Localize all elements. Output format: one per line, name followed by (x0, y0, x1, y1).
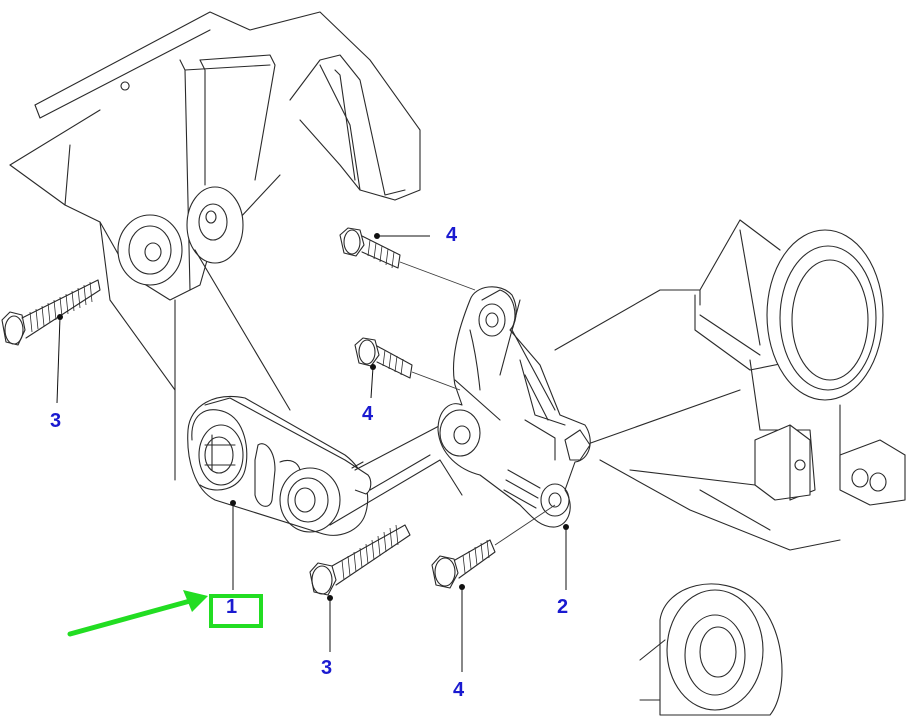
transmission-housing (554, 219, 906, 551)
bolt-3-bottom (309, 524, 411, 596)
callout-part-4-bottom: 4 (453, 679, 465, 701)
engine-mount-insulator (187, 396, 463, 536)
callout-part-4-top: 4 (446, 224, 458, 246)
callout-part-1: 1 (226, 596, 238, 618)
bolt-3-left (1, 279, 101, 346)
bolt-4-top (339, 227, 476, 291)
highlight-annotation (67, 590, 263, 637)
arrowhead-icon (183, 590, 208, 612)
callout-part-3-bottom: 3 (321, 657, 333, 679)
highlight-arrow (67, 598, 193, 637)
callout-part-2: 2 (557, 596, 569, 618)
bolt-4-mid (354, 337, 461, 391)
mounting-bracket (437, 286, 591, 528)
callout-part-3-left: 3 (50, 410, 62, 432)
bottom-right-bearing (639, 583, 783, 716)
engine-block-casting (9, 11, 421, 481)
callout-part-4-mid: 4 (362, 403, 374, 425)
bolt-4-bottom (431, 504, 556, 589)
leader-lines (56, 233, 569, 672)
highlight-box (209, 594, 263, 628)
